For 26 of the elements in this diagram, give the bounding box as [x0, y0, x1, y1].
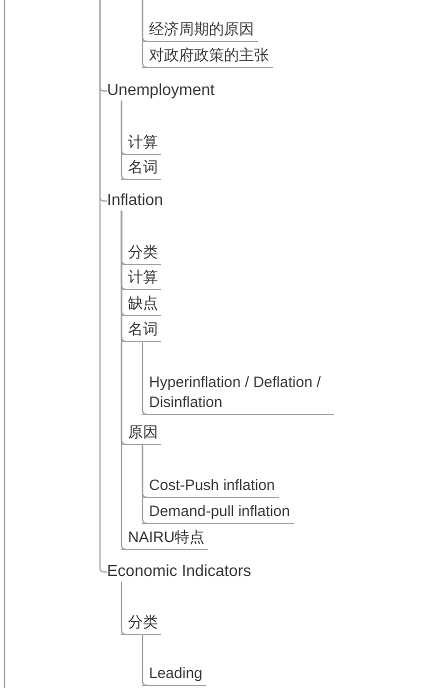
branch-line — [120, 210, 127, 550]
subtopic-label: 分类 — [121, 613, 161, 635]
topic-label: Inflation — [107, 191, 166, 211]
branch-line — [142, 634, 148, 686]
branch-line — [142, 342, 148, 416]
branch-line — [120, 100, 127, 180]
subtopic-label: NAIRU特点 — [121, 528, 208, 550]
branch-line — [142, 0, 148, 68]
subtopic-label: 分类 — [121, 243, 161, 265]
branch-line — [142, 444, 148, 524]
branch-line — [120, 582, 127, 636]
detail-label: Demand-pull inflation — [142, 502, 294, 524]
detail-label: 对政府政策的主张 — [142, 46, 273, 68]
subtopic-label: 计算 — [121, 133, 161, 155]
branch-line — [99, 0, 108, 573]
subtopic-label: 计算 — [121, 268, 161, 290]
detail-label: Hyperinflation / Deflation / Disinflation — [142, 373, 334, 415]
detail-label: 经济周期的原因 — [142, 20, 258, 42]
subtopic-label: 缺点 — [121, 294, 161, 316]
detail-label: Leading — [142, 664, 206, 686]
detail-label: Cost-Push inflation — [142, 476, 279, 498]
topic-label: Economic Indicators — [107, 562, 254, 582]
subtopic-label: 名词 — [121, 320, 161, 342]
topic-label: Unemployment — [107, 81, 217, 101]
subtopic-label: 原因 — [121, 423, 161, 445]
subtopic-label: 名词 — [121, 158, 161, 180]
